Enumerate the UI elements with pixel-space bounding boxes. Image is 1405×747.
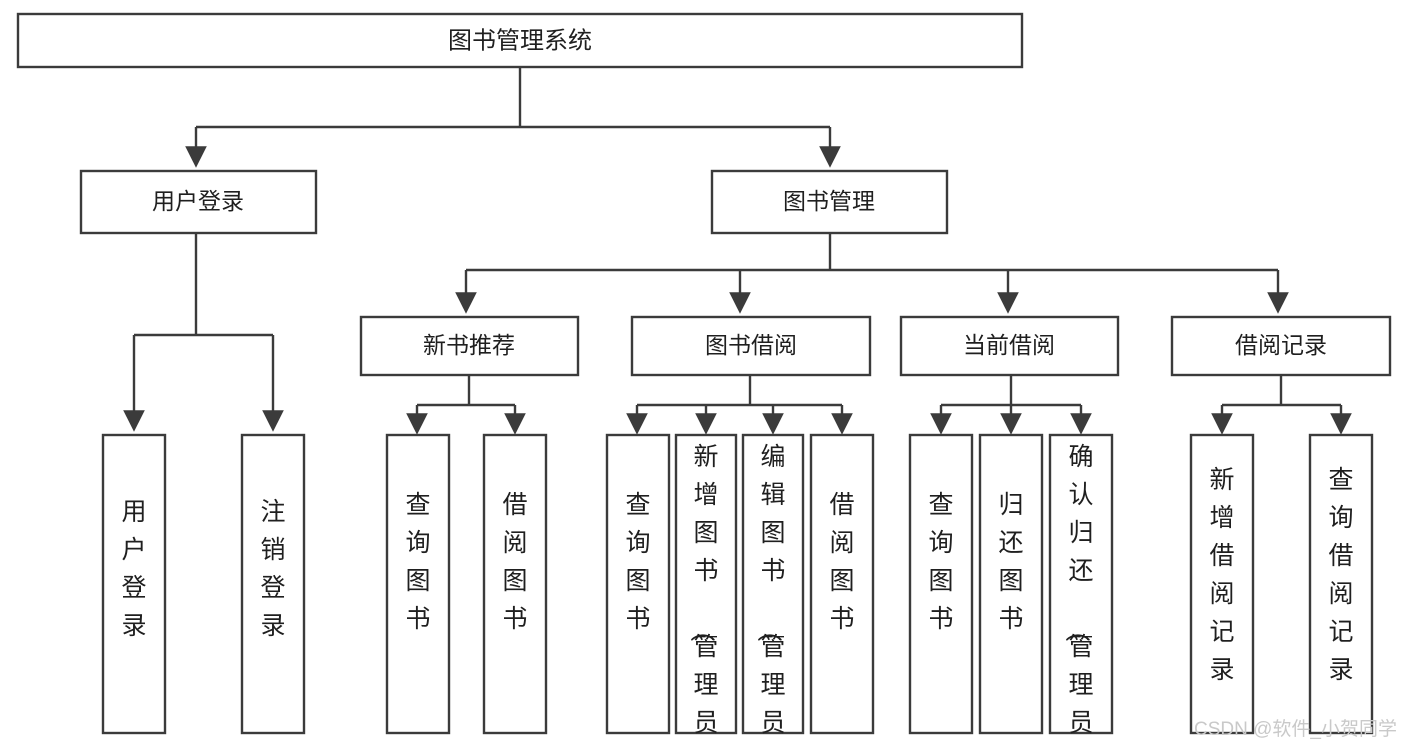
node-leaf-edit-book[interactable]: 编辑图书（管理员） (741, 433, 805, 747)
node-leaf-query-book-3[interactable]: 查询图书 (908, 433, 974, 735)
book-manage-label: 图书管理 (783, 188, 875, 214)
node-leaf-borrow-book-1[interactable]: 借阅图书 (482, 433, 548, 735)
leaf-add-book-box (674, 433, 738, 735)
node-user-login[interactable]: 用户登录 (79, 169, 318, 235)
new-book-recommend-label: 新书推荐 (423, 332, 515, 358)
leaf-add-record-label: 新增借阅记录 (1209, 466, 1234, 684)
leaf-logout-box (240, 433, 306, 735)
book-borrow-label: 图书借阅 (705, 332, 797, 358)
connector-layer (123, 67, 1352, 435)
leaf-query-book-1-label: 查询图书 (405, 491, 430, 633)
node-leaf-return-book[interactable]: 归还图书 (978, 433, 1044, 735)
leaf-query-book-3-label: 查询图书 (928, 491, 953, 633)
leaf-query-book-2-label: 查询图书 (625, 491, 650, 633)
leaf-query-book-3-box (908, 433, 974, 735)
leaf-return-book-box (978, 433, 1044, 735)
borrow-record-box (1170, 315, 1392, 377)
leaf-return-book-label: 归还图书 (998, 491, 1023, 633)
user-login-label: 用户登录 (152, 188, 244, 214)
leaf-user-login-box (101, 433, 167, 735)
leaf-confirm-return-box (1048, 433, 1114, 735)
leaf-query-record-box (1308, 433, 1374, 735)
node-root[interactable]: 图书管理系统 (16, 12, 1024, 69)
root-label: 图书管理系统 (448, 27, 592, 54)
node-leaf-borrow-book-2[interactable]: 借阅图书 (809, 433, 875, 735)
node-borrow-record[interactable]: 借阅记录 (1170, 315, 1392, 377)
leaf-user-login-label: 用户登录 (121, 498, 146, 640)
node-leaf-query-book-2[interactable]: 查询图书 (605, 433, 671, 735)
book-borrow-box (630, 315, 872, 377)
leaf-query-book-2-box (605, 433, 671, 735)
current-borrow-box (899, 315, 1120, 377)
user-login-box (79, 169, 318, 235)
node-leaf-query-record[interactable]: 查询借阅记录 (1308, 433, 1374, 735)
book-manage-box (710, 169, 949, 235)
leaf-logout-label: 注销登录 (260, 498, 285, 640)
leaf-borrow-book-1-label: 借阅图书 (502, 491, 527, 633)
leaf-add-book-label: 新增图书（管理员） (687, 443, 718, 747)
leaf-borrow-book-2-label: 借阅图书 (829, 491, 854, 633)
node-new-book-recommend[interactable]: 新书推荐 (359, 315, 580, 377)
node-leaf-add-record[interactable]: 新增借阅记录 (1189, 433, 1255, 735)
node-leaf-add-book[interactable]: 新增图书（管理员） (674, 433, 738, 747)
leaf-confirm-return-label: 确认归还（管理员） (1062, 443, 1093, 747)
leaf-borrow-book-2-box (809, 433, 875, 735)
node-leaf-confirm-return[interactable]: 确认归还（管理员） (1048, 433, 1114, 747)
root-box (16, 12, 1024, 69)
leaf-query-record-label: 查询借阅记录 (1328, 466, 1353, 684)
node-leaf-user-login[interactable]: 用户登录 (101, 433, 167, 735)
leaf-query-book-1-box (385, 433, 451, 735)
leaf-edit-book-label: 编辑图书（管理员） (754, 443, 785, 747)
node-book-manage[interactable]: 图书管理 (710, 169, 949, 235)
node-current-borrow[interactable]: 当前借阅 (899, 315, 1120, 377)
leaf-add-record-box (1189, 433, 1255, 735)
leaf-edit-book-box (741, 433, 805, 735)
new-book-recommend-box (359, 315, 580, 377)
node-leaf-logout[interactable]: 注销登录 (240, 433, 306, 735)
node-leaf-query-book-1[interactable]: 查询图书 (385, 433, 451, 735)
node-book-borrow[interactable]: 图书借阅 (630, 315, 872, 377)
borrow-record-label: 借阅记录 (1235, 332, 1327, 358)
leaf-borrow-book-1-box (482, 433, 548, 735)
watermark-text: CSDN @软件_小贺同学 (1194, 719, 1397, 740)
current-borrow-label: 当前借阅 (963, 332, 1055, 358)
